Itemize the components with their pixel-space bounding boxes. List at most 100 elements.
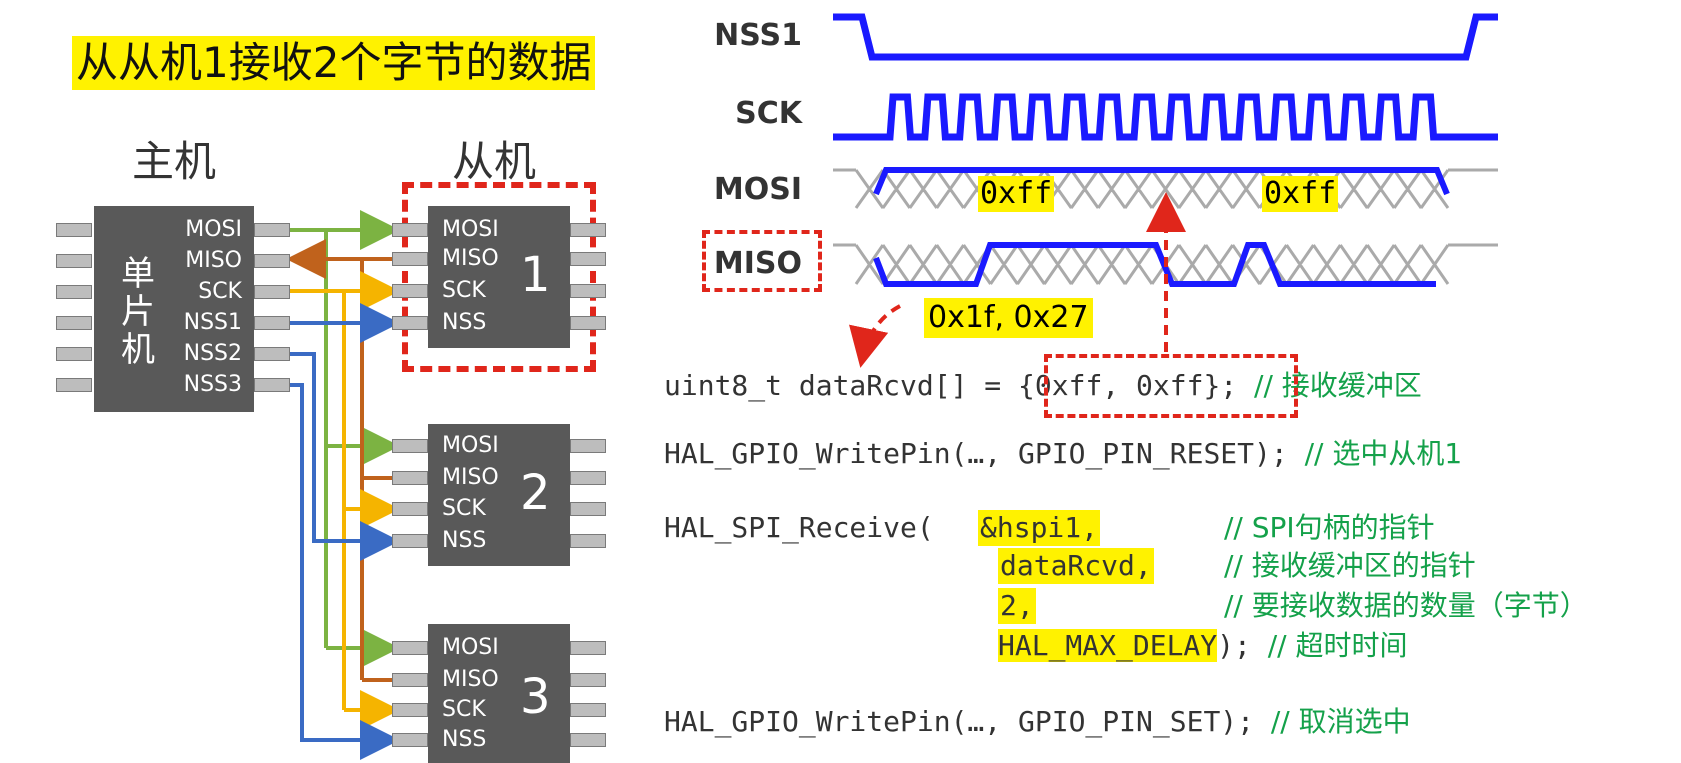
pin-stub (56, 285, 92, 299)
miso-label-box (702, 230, 822, 292)
pin-stub (254, 223, 290, 237)
pin-stub (570, 284, 606, 298)
code-buffer-decl: uint8_t dataRcvd[] = (664, 369, 1019, 402)
mcu-pin-nss3: NSS3 (183, 372, 242, 397)
pin-stub (570, 641, 606, 655)
code-line-buffer: uint8_t dataRcvd[] = {0xff, 0xff}; // 接收… (664, 368, 1422, 404)
slave1-pin-miso: MISO (442, 246, 499, 271)
code-comment: // 超时时间 (1267, 629, 1408, 662)
code-line-deselect: HAL_GPIO_WritePin(…, GPIO_PIN_SET); // 取… (664, 704, 1411, 740)
init-value-box (1044, 354, 1298, 418)
code-comment: // 接收缓冲区的指针 (1224, 549, 1476, 582)
pin-stub (392, 703, 428, 717)
slave-chip-1 (428, 206, 570, 348)
slave-chip-3 (428, 624, 570, 763)
slave1-pin-nss: NSS (442, 310, 487, 335)
pin-stub (254, 316, 290, 330)
mcu-pin-nss1: NSS1 (183, 310, 242, 335)
mcu-label-char: 单 (121, 254, 155, 294)
code-select-call: HAL_GPIO_WritePin(…, GPIO_PIN_RESET); (664, 437, 1288, 470)
pin-stub (254, 285, 290, 299)
slave2-pin-nss: NSS (442, 528, 487, 553)
miso-value-arrow (849, 304, 901, 368)
pin-stub (570, 223, 606, 237)
sck-waveform (833, 93, 1498, 141)
nss-wires (290, 303, 400, 760)
code-call-close: ); (1217, 629, 1251, 662)
master-header: 主机 (132, 137, 217, 186)
pin-stub (56, 347, 92, 361)
code-buffer-init: {0xff, 0xff}; (1018, 369, 1238, 402)
pin-stub (392, 316, 428, 330)
mcu-chip (94, 206, 254, 412)
signal-label-sck: SCK (735, 96, 802, 131)
code-line-timeout: HAL_MAX_DELAY); // 超时时间 (998, 628, 1408, 664)
mcu-pin-sck: SCK (198, 279, 242, 304)
mosi-waveform (833, 167, 1498, 209)
code-arg-count: 2, (998, 588, 1036, 624)
pin-stub (392, 439, 428, 453)
mcu-pin-miso: MISO (185, 248, 242, 273)
pin-stub (392, 223, 428, 237)
slave-header: 从机 (452, 137, 537, 186)
pin-stub (392, 534, 428, 548)
sck-wires (290, 271, 400, 730)
pin-stub (570, 534, 606, 548)
code-comment: // 接收缓冲区 (1254, 369, 1422, 402)
mcu-label-char: 机 (121, 330, 155, 370)
code-deselect-call: HAL_GPIO_WritePin(…, GPIO_PIN_SET); (664, 705, 1255, 738)
pin-stub (392, 471, 428, 485)
code-arg-buffer: dataRcvd, (998, 548, 1154, 584)
code-comment: // 选中从机1 (1304, 437, 1463, 470)
pin-stub (56, 316, 92, 330)
slave1-number: 1 (520, 247, 551, 303)
slave2-pin-miso: MISO (442, 465, 499, 490)
code-arg-timeout: HAL_MAX_DELAY (998, 629, 1218, 662)
code-comment: // 取消选中 (1270, 705, 1411, 738)
code-line-select: HAL_GPIO_WritePin(…, GPIO_PIN_RESET); //… (664, 436, 1462, 472)
pin-stub (570, 471, 606, 485)
signal-label-miso: MISO (713, 246, 802, 281)
pin-stub (392, 502, 428, 516)
pin-stub (392, 284, 428, 298)
slave2-pin-sck: SCK (442, 496, 486, 521)
slave3-pin-mosi: MOSI (442, 635, 499, 660)
mcu-pin-mosi: MOSI (185, 217, 242, 242)
pin-stub (56, 378, 92, 392)
miso-waveform (833, 242, 1498, 287)
code-comment: // 要接收数据的数量（字节） (1224, 589, 1588, 622)
code-receive-func: HAL_SPI_Receive( (664, 511, 934, 544)
slave1-pin-mosi: MOSI (442, 217, 499, 242)
miso-values: 0x1f, 0x27 (924, 298, 1093, 338)
page-title: 从从机1接收2个字节的数据 (72, 36, 596, 90)
slave2-number: 2 (520, 465, 551, 521)
mosi-byte1: 0xff (978, 176, 1055, 212)
code-line-receive: HAL_SPI_Receive( (664, 510, 934, 546)
pin-stub (56, 254, 92, 268)
pin-stub (254, 347, 290, 361)
code-comment: // SPI句柄的指针 (1224, 511, 1435, 544)
pin-stub (392, 733, 428, 747)
pin-stub (254, 378, 290, 392)
pin-stub (392, 252, 428, 266)
code-arg-hspi: &hspi1, (978, 510, 1101, 546)
slave-chip-2 (428, 424, 570, 566)
slave3-number: 3 (520, 669, 551, 725)
mcu-label-char: 片 (121, 292, 155, 332)
nss1-waveform (833, 13, 1498, 61)
pin-stub (56, 223, 92, 237)
slave1-pin-sck: SCK (442, 278, 486, 303)
slave3-pin-nss: NSS (442, 727, 487, 752)
pin-stub (254, 254, 290, 268)
slave1-selected-box (402, 182, 596, 372)
slave2-pin-mosi: MOSI (442, 433, 499, 458)
pin-stub (392, 673, 428, 687)
mosi-wires (290, 210, 400, 668)
pin-stub (570, 673, 606, 687)
pin-stub (392, 641, 428, 655)
pin-stub (570, 252, 606, 266)
pin-stub (570, 703, 606, 717)
signal-label-nss1: NSS1 (714, 18, 802, 53)
pin-stub (570, 733, 606, 747)
